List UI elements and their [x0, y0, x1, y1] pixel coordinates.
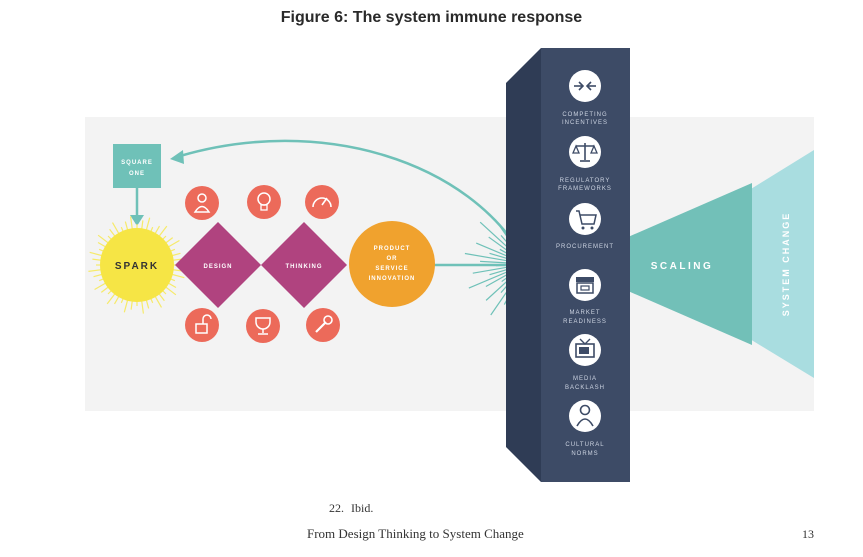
scales-icon: [569, 136, 601, 168]
tv-icon: [569, 334, 601, 366]
wall-side: [506, 48, 541, 482]
cart-icon: [569, 203, 601, 235]
spark-label: SPARK: [115, 261, 159, 272]
product-label-2: OR: [387, 256, 398, 262]
figure-title: Figure 6: The system immune response: [280, 9, 583, 26]
design-diamond: [175, 222, 261, 308]
product-innovation-circle: [349, 221, 435, 307]
wall-label-procurement: PROCUREMENT: [556, 244, 614, 250]
wall-label-media: MEDIA: [573, 376, 597, 382]
unlocked-icon: [185, 308, 219, 342]
footer-title: From Design Thinking to System Change: [307, 526, 524, 541]
footnote: 22. Ibid.: [329, 501, 373, 516]
wall-label-frameworks: FRAMEWORKS: [558, 186, 612, 192]
person-icon: [185, 186, 219, 220]
wall-label-readiness: READINESS: [563, 319, 607, 325]
person-icon: [569, 400, 601, 432]
design-label: DESIGN: [203, 264, 232, 270]
footnote-text: Ibid.: [351, 501, 374, 515]
trophy-icon: [246, 309, 280, 343]
square-one-label-2: ONE: [129, 171, 145, 177]
thinking-label: THINKING: [286, 264, 323, 270]
square-one-label-1: SQUARE: [121, 160, 153, 166]
wall-label-norms: NORMS: [571, 451, 598, 457]
lightbulb-icon: [247, 185, 281, 219]
wall-label-market: MARKET: [569, 310, 600, 316]
product-label-4: INNOVATION: [369, 276, 416, 282]
wall-label-cultural: CULTURAL: [565, 442, 604, 448]
system-change-label: SYSTEM CHANGE: [781, 212, 791, 317]
wall-label-regulatory: REGULATORY: [560, 178, 611, 184]
product-label-3: SERVICE: [375, 266, 408, 272]
scaling-label: SCALING: [651, 261, 714, 272]
product-label-1: PRODUCT: [374, 246, 411, 252]
arrows-in-icon: [569, 70, 601, 102]
square-one-box: [113, 144, 161, 188]
thinking-diamond: [261, 222, 347, 308]
page-number: 13: [802, 527, 814, 541]
scaling-shape: [628, 183, 752, 345]
gauge-icon: [305, 185, 339, 219]
store-icon: [569, 269, 601, 301]
wall-label-backlash: BACKLASH: [565, 385, 605, 391]
wall-label-incentives: INCENTIVES: [562, 120, 608, 126]
spark-circle: [100, 228, 174, 302]
arrow-to-spark-head: [130, 215, 144, 226]
feedback-arrow-head: [170, 150, 184, 164]
wrench-icon: [306, 308, 340, 342]
wall-label-competing: COMPETING: [562, 112, 607, 118]
footnote-number: 22.: [329, 501, 344, 515]
